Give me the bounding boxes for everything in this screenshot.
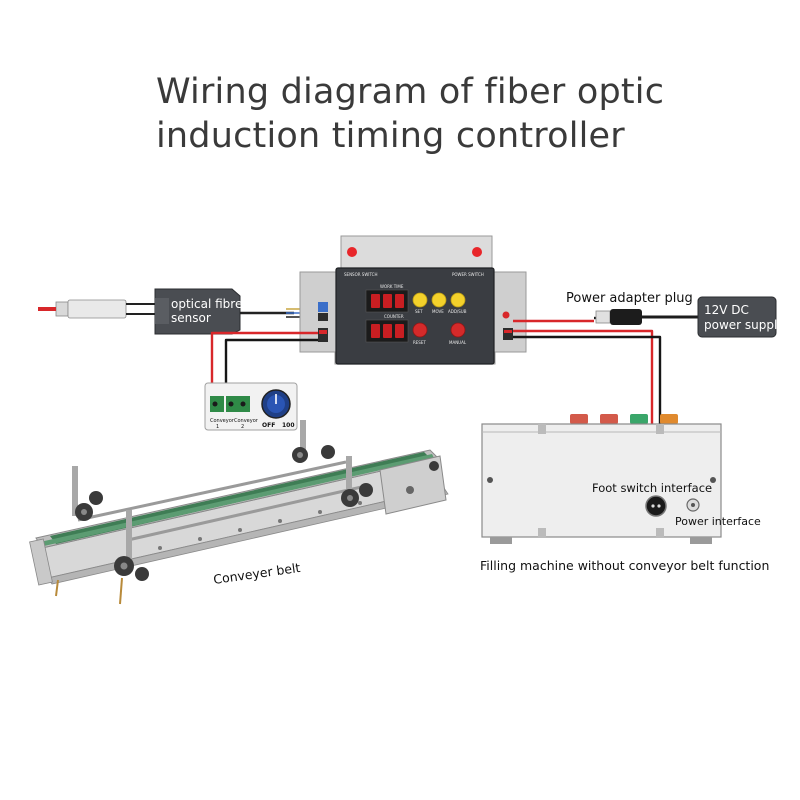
- optical-fibre-sensor: optical fibre sensor: [38, 288, 318, 335]
- title-line-2: induction timing controller: [156, 116, 625, 156]
- timing-controller: SENSOR SWITCH POWER SWITCH WORK TIME COU…: [299, 235, 527, 365]
- optical-fibre-label-line1: optical fibre: [171, 297, 242, 311]
- conveyor-belt: Conveyer belt: [29, 420, 449, 605]
- work-time-label: WORK TIME: [380, 284, 404, 289]
- add-sub-button[interactable]: [450, 292, 466, 308]
- power-adapter-plug-label: Power adapter plug: [566, 291, 693, 306]
- foot-switch-interface-label: Foot switch interface: [592, 481, 712, 495]
- counter-label: COUNTER: [384, 314, 404, 319]
- conveyor-1-num: 1: [216, 424, 219, 430]
- move-button-label: MOVE: [432, 309, 444, 314]
- move-button[interactable]: [431, 292, 447, 308]
- manual-button[interactable]: [450, 322, 466, 338]
- reset-button-label: RESET: [413, 340, 426, 345]
- power-supply-label-line1: 12V DC: [704, 303, 749, 317]
- foot-switch-socket: [645, 495, 667, 517]
- optical-fibre-label-line2: sensor: [171, 311, 211, 325]
- reset-button[interactable]: [412, 322, 428, 338]
- manual-button-label: MANUAL: [449, 340, 467, 345]
- conveyer-belt-label: Conveyer belt: [212, 560, 301, 587]
- power-interface-label: Power interface: [675, 515, 761, 528]
- conveyor-1-label: Conveyor: [210, 418, 235, 424]
- power-adapter: Power adapter plug 12V DC power supply: [566, 291, 784, 338]
- power-switch-label: POWER SWITCH: [452, 272, 484, 277]
- sensor-switch-label: SENSOR SWITCH: [344, 272, 377, 277]
- right-terminal-block: [503, 328, 513, 340]
- conveyor-2-num: 2: [241, 424, 244, 430]
- knob-off-label: OFF: [262, 422, 275, 429]
- power-supply-label-line2: power supply: [704, 318, 784, 332]
- conveyor-2-label: Conveyor: [234, 418, 259, 424]
- add-sub-button-label: ADD/SUB: [448, 309, 467, 314]
- set-button[interactable]: [412, 292, 428, 308]
- left-terminal-block: [318, 302, 328, 342]
- filling-machine-label: Filling machine without conveyor belt fu…: [480, 558, 769, 573]
- knob-max-label: 100: [282, 422, 295, 429]
- diagram-title: Wiring diagram of fiber optic induction …: [156, 70, 756, 158]
- title-line-1: Wiring diagram of fiber optic: [156, 72, 665, 112]
- filling-machine: Foot switch interface Power interface Fi…: [480, 414, 769, 573]
- set-button-label: SET: [415, 309, 423, 314]
- conveyor-speed-box: Conveyor 1 Conveyor 2 OFF 100: [204, 382, 298, 431]
